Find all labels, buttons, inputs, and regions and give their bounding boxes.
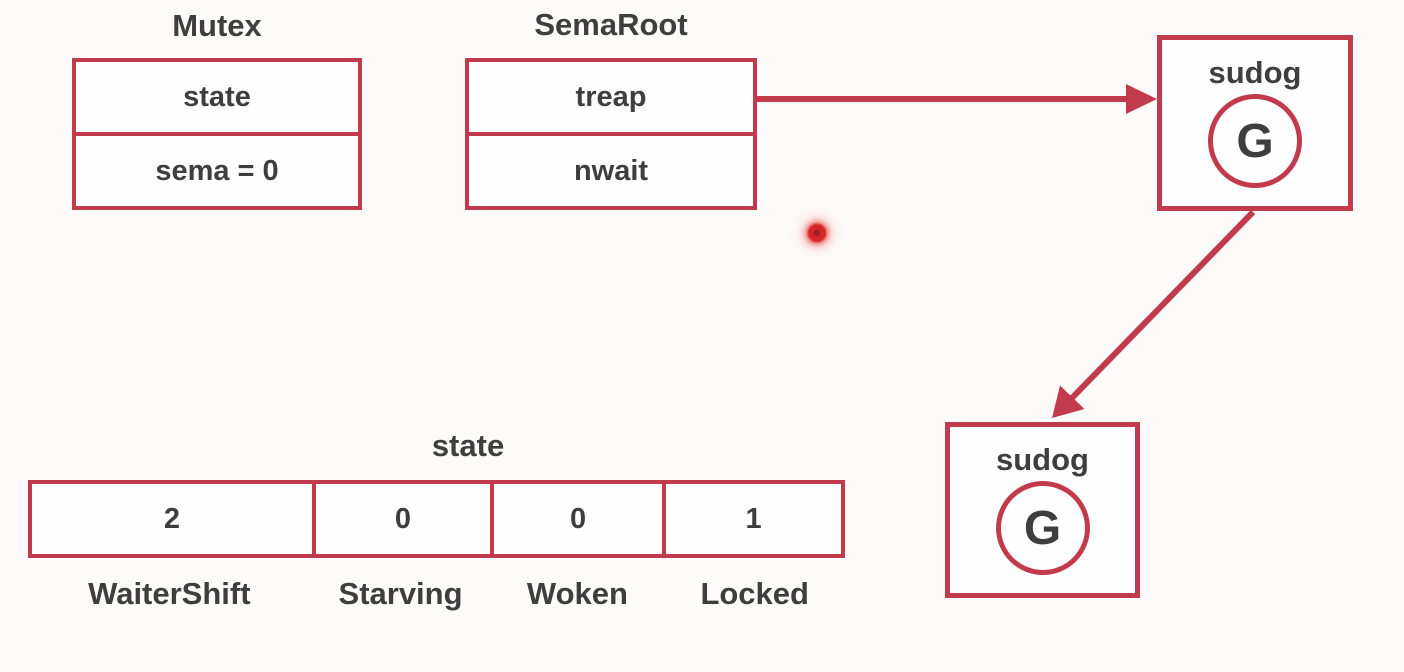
label-locked: Locked — [700, 576, 809, 611]
goroutine-label-top: G — [1236, 114, 1274, 168]
arrow-sudog-to-sudog — [1052, 209, 1256, 418]
state-bitfield-title: state — [431, 428, 505, 463]
semaroot-title: SemaRoot — [534, 7, 688, 42]
goroutine-circle-bottom: G — [995, 481, 1090, 575]
label-woken: Woken — [526, 576, 628, 611]
label-starving: Starving — [338, 576, 463, 611]
semaroot-field-treap: treap — [575, 80, 647, 113]
sudog-top-title: sudog — [1208, 55, 1302, 90]
mutex-field-state: state — [183, 80, 251, 113]
state-cell-starving: 0 — [311, 484, 490, 554]
state-cell-locked: 1 — [662, 484, 841, 554]
mutex-title: Mutex — [172, 8, 262, 43]
sudog-node-bottom: sudog G — [945, 422, 1140, 598]
goroutine-label-bottom: G — [1023, 501, 1062, 555]
state-bitfield-table: 2 0 0 1 — [28, 480, 845, 558]
state-bitfield-labels: WaiterShift Starving Woken Locked — [28, 572, 845, 616]
label-waitershift: WaiterShift — [88, 576, 251, 611]
mutex-box: state sema = 0 — [72, 58, 362, 210]
mutex-field-sema: sema = 0 — [76, 132, 358, 206]
semaroot-box: treap nwait — [465, 58, 757, 210]
state-cell-woken: 0 — [489, 484, 662, 554]
laser-pointer-dot — [789, 205, 845, 261]
sudog-node-top: sudog G — [1157, 35, 1353, 211]
state-cell-waitershift: 2 — [163, 502, 181, 535]
goroutine-circle-top: G — [1208, 94, 1302, 188]
semaroot-field-nwait: nwait — [469, 132, 753, 206]
arrow-treap-to-sudog — [757, 84, 1157, 114]
sudog-bottom-title: sudog — [996, 442, 1089, 477]
